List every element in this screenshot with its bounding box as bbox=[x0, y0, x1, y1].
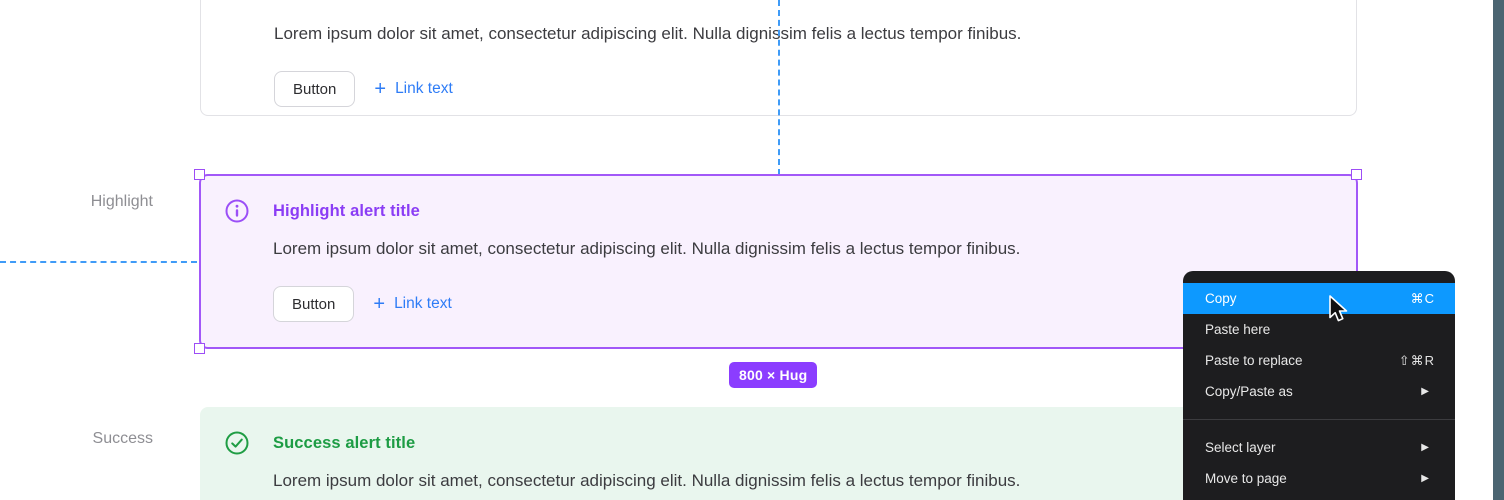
window-edge-strip bbox=[1493, 0, 1504, 500]
alert-card-success[interactable]: Success alert title Lorem ipsum dolor si… bbox=[200, 407, 1357, 500]
frame-size-badge: 800 × Hug bbox=[729, 362, 818, 388]
alignment-guide-vertical bbox=[778, 0, 780, 175]
alert-description: Lorem ipsum dolor sit amet, consectetur … bbox=[274, 24, 1022, 43]
menu-item-move-to-page[interactable]: Move to page ▶ bbox=[1183, 463, 1455, 494]
context-menu: Copy ⌘C Paste here Paste to replace ⇧⌘R … bbox=[1183, 271, 1455, 500]
alert-description: Lorem ipsum dolor sit amet, consectetur … bbox=[273, 471, 1021, 490]
check-circle-icon bbox=[225, 431, 249, 455]
alignment-guide-horizontal bbox=[0, 261, 197, 263]
alert-description: Lorem ipsum dolor sit amet, consectetur … bbox=[273, 239, 1021, 258]
selection-handle-top-left[interactable] bbox=[194, 169, 205, 180]
menu-item-label: Copy/Paste as bbox=[1205, 384, 1293, 399]
submenu-arrow-icon: ▶ bbox=[1421, 386, 1429, 397]
menu-separator bbox=[1183, 419, 1455, 420]
alert-button[interactable]: Button bbox=[273, 286, 355, 322]
alert-title: Success alert title bbox=[273, 434, 416, 452]
alert-card-highlight[interactable]: Highlight alert title Lorem ipsum dolor … bbox=[199, 174, 1358, 349]
alert-link[interactable]: + Link text bbox=[373, 294, 451, 314]
section-label-highlight: Highlight bbox=[90, 193, 153, 210]
menu-item-shortcut: ⌘C bbox=[1410, 290, 1435, 306]
link-label: Link text bbox=[395, 80, 453, 97]
mouse-cursor bbox=[1329, 295, 1348, 322]
alert-title: Highlight alert title bbox=[273, 202, 420, 220]
plus-icon: + bbox=[374, 78, 387, 100]
menu-item-label: Copy bbox=[1205, 291, 1237, 306]
submenu-arrow-icon: ▶ bbox=[1421, 473, 1429, 484]
alert-button[interactable]: Button bbox=[274, 71, 356, 107]
menu-item-copy[interactable]: Copy ⌘C bbox=[1183, 283, 1455, 314]
plus-icon: + bbox=[373, 293, 386, 315]
submenu-arrow-icon: ▶ bbox=[1421, 442, 1429, 453]
alert-link[interactable]: + Link text bbox=[374, 79, 452, 99]
section-label-success: Success bbox=[92, 430, 153, 447]
menu-item-label: Select layer bbox=[1205, 440, 1276, 455]
menu-item-select-layer[interactable]: Select layer ▶ bbox=[1183, 432, 1455, 463]
info-icon bbox=[225, 199, 249, 223]
link-label: Link text bbox=[394, 295, 452, 312]
menu-item-label: Paste to replace bbox=[1205, 353, 1303, 368]
selection-handle-bottom-left[interactable] bbox=[194, 343, 205, 354]
menu-item-paste-here[interactable]: Paste here bbox=[1183, 314, 1455, 345]
menu-item-label: Move to page bbox=[1205, 471, 1287, 486]
menu-item-shortcut: ⇧⌘R bbox=[1398, 352, 1435, 368]
menu-item-copy-paste-as[interactable]: Copy/Paste as ▶ bbox=[1183, 376, 1455, 407]
menu-item-label: Paste here bbox=[1205, 322, 1271, 337]
menu-item-paste-to-replace[interactable]: Paste to replace ⇧⌘R bbox=[1183, 345, 1455, 376]
selection-handle-top-right[interactable] bbox=[1351, 169, 1362, 180]
